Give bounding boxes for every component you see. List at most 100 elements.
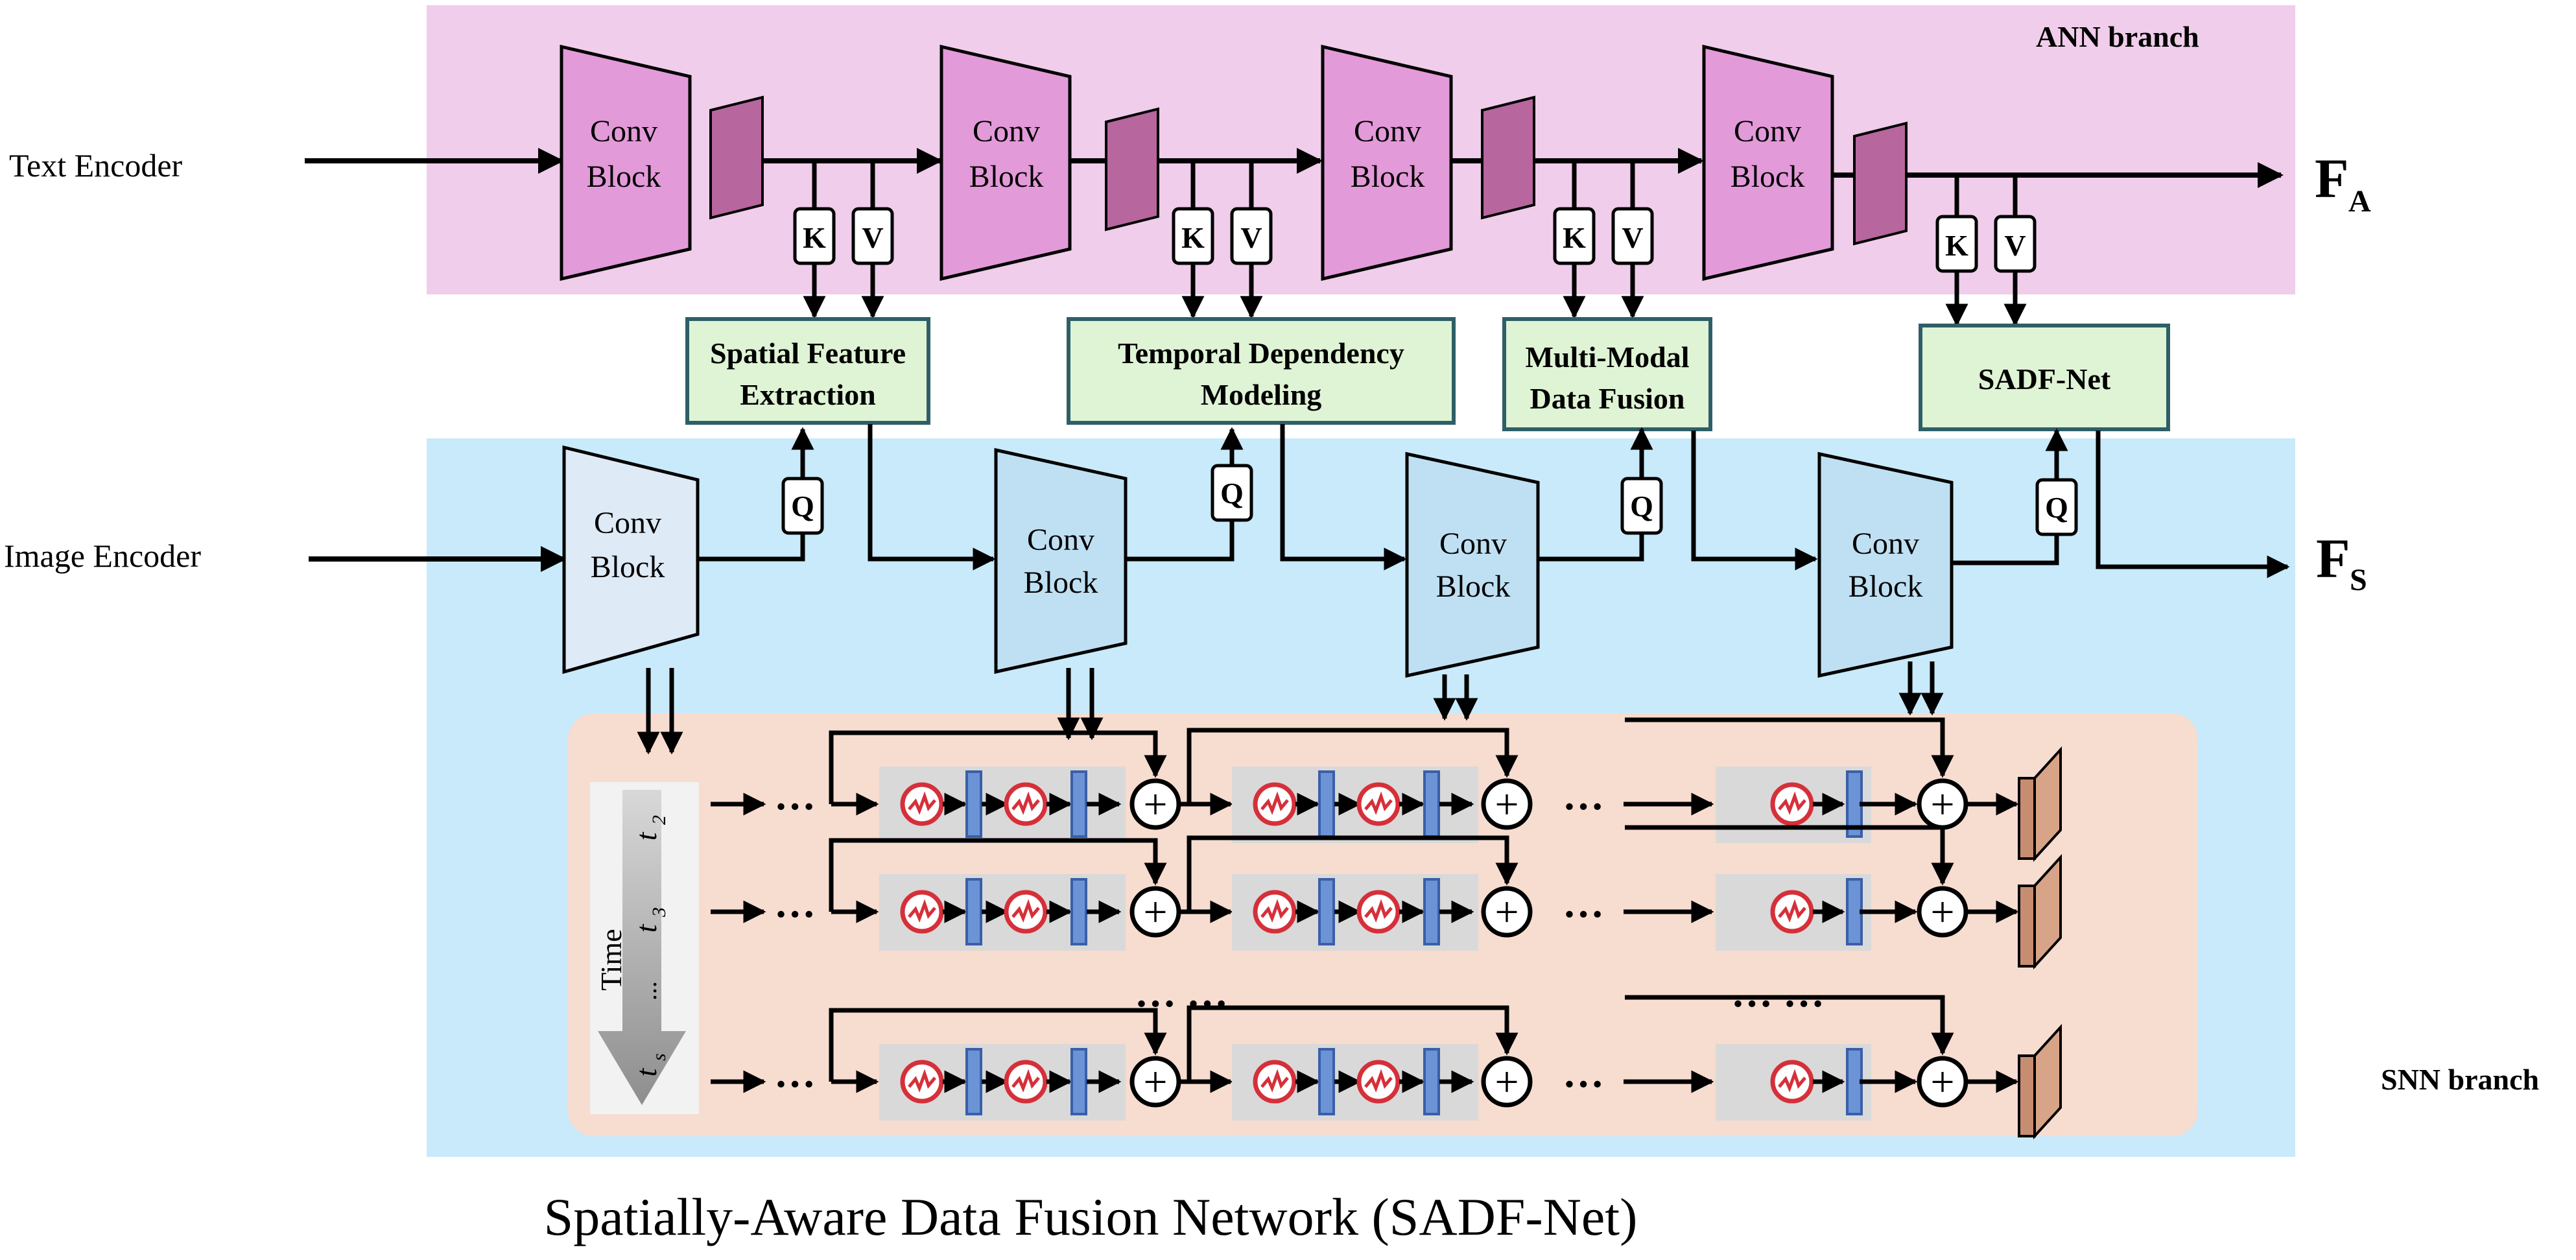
residual-add-node: +	[1917, 778, 1968, 830]
svg-text:t: t	[630, 923, 663, 933]
spiking-neuron-icon	[900, 782, 944, 826]
snn-row-2: …++…+	[711, 825, 2062, 970]
module-multi-modal-data-fusion: Multi-Modal Data Fusion	[1502, 317, 1712, 431]
kv-tap-4: K V	[1935, 175, 2037, 327]
svg-text:K: K	[803, 221, 826, 254]
linear-layer-bar	[965, 770, 982, 838]
ellipsis-dots: …	[774, 1050, 816, 1096]
kv-tap-2: K V	[1172, 161, 1273, 319]
svg-text:Block: Block	[591, 550, 665, 584]
linear-layer-bar	[1846, 1048, 1863, 1115]
svg-text:V: V	[2004, 229, 2026, 262]
svg-text:K: K	[1181, 221, 1205, 254]
svg-text:+: +	[1143, 888, 1167, 936]
ellipsis-dots: …	[1563, 772, 1604, 818]
snn-conv-block-3: Conv Block	[1405, 451, 1540, 678]
ellipsis-dots: …	[774, 772, 816, 818]
linear-layer-bar	[965, 1048, 982, 1115]
linear-layer-bar	[1846, 878, 1863, 945]
ellipsis-dots: …	[1563, 1050, 1604, 1096]
svg-text:Conv: Conv	[1354, 114, 1421, 149]
snn-row-1: … + + … +	[711, 717, 2062, 862]
svg-text:Data Fusion: Data Fusion	[1530, 382, 1685, 415]
spiking-neuron-icon	[1253, 890, 1297, 934]
spiking-neuron-icon	[1004, 782, 1048, 826]
linear-layer-bar	[1070, 1048, 1087, 1115]
svg-text:F: F	[2316, 527, 2350, 589]
residual-add-node: +	[1129, 1056, 1181, 1108]
svg-text:V: V	[1622, 221, 1643, 254]
linear-layer-bar	[1318, 1048, 1335, 1115]
svg-text:s: s	[648, 1053, 670, 1061]
svg-text:V: V	[1240, 221, 1262, 254]
svg-text:S: S	[2350, 563, 2367, 597]
svg-text:Conv: Conv	[1027, 523, 1094, 557]
spiking-neuron-icon	[1004, 890, 1048, 934]
time-axis: Time t 2 t 3 ... t s	[590, 782, 699, 1114]
svg-text:+: +	[1930, 1058, 1954, 1106]
svg-text:+: +	[1495, 1058, 1518, 1106]
row-gap-dots-1: … …	[1135, 969, 1228, 1016]
svg-text:Block: Block	[1024, 565, 1098, 600]
svg-text:Conv: Conv	[590, 114, 657, 149]
svg-text:Q: Q	[2045, 491, 2068, 524]
svg-text:Block: Block	[587, 160, 661, 194]
linear-layer-bar	[1423, 1048, 1440, 1115]
svg-text:Extraction: Extraction	[740, 378, 876, 411]
snn-branch-label: SNN branch	[2381, 1063, 2539, 1096]
linear-layer-bar	[1318, 878, 1335, 945]
svg-text:Conv: Conv	[594, 506, 661, 540]
spiking-neuron-icon	[1356, 890, 1400, 934]
svg-text:Modeling: Modeling	[1201, 378, 1322, 411]
svg-text:+: +	[1930, 888, 1954, 936]
q-tap-4: Q	[1953, 428, 2290, 578]
svg-text:Q: Q	[1630, 490, 1653, 523]
row-gap-dots-2: … …	[1731, 969, 1825, 1016]
snn-row-3: … + + … +	[711, 995, 2062, 1140]
residual-add-node: +	[1129, 886, 1181, 938]
residual-add-node: +	[1481, 886, 1533, 938]
spiking-neuron-icon	[1253, 1060, 1297, 1104]
ann-feature-map-4	[1853, 121, 1908, 246]
svg-text:+: +	[1930, 781, 1954, 828]
svg-text:t: t	[630, 831, 663, 840]
residual-add-node: +	[1481, 1056, 1533, 1108]
spiking-neuron-icon	[900, 890, 944, 934]
svg-text:t: t	[630, 1067, 663, 1076]
svg-text:Spatial Feature: Spatial Feature	[710, 337, 906, 370]
spiking-neuron-icon	[900, 1060, 944, 1104]
kv-tap-1: K V	[793, 161, 894, 319]
linear-layer-bar	[1423, 878, 1440, 945]
residual-add-node: +	[1129, 778, 1181, 830]
fs-output-label: F S	[2316, 527, 2367, 597]
fs-output-arrow	[2096, 431, 2290, 578]
residual-add-node: +	[1481, 778, 1533, 830]
figure-caption: Spatially-Aware Data Fusion Network (SAD…	[544, 1187, 1638, 1246]
svg-text:+: +	[1495, 781, 1518, 828]
linear-layer-bar	[1423, 770, 1440, 838]
residual-add-node: +	[1917, 886, 1968, 938]
svg-text:3: 3	[648, 907, 670, 918]
linear-layer-bar	[1070, 770, 1087, 838]
svg-text:Block: Block	[1849, 569, 1923, 604]
snn-conv-block-4: Conv Block	[1817, 451, 1954, 678]
image-encoder-label: Image Encoder	[4, 538, 201, 574]
svg-text:Conv: Conv	[1734, 114, 1801, 149]
snn-spiking-rows: …++…+…++…+…++…+	[711, 717, 2062, 1140]
ann-feature-map-1	[709, 95, 764, 220]
ann-feature-map-3	[1481, 95, 1535, 220]
spiking-neuron-icon	[1004, 1060, 1048, 1104]
linear-layer-bar	[965, 878, 982, 945]
spiking-neuron-icon	[1253, 782, 1297, 826]
q-tap-1: Q	[698, 424, 996, 571]
svg-text:Temporal Dependency: Temporal Dependency	[1118, 337, 1404, 370]
svg-text:Time: Time	[595, 929, 628, 990]
svg-text:+: +	[1495, 888, 1518, 936]
svg-text:Multi-Modal: Multi-Modal	[1526, 340, 1690, 374]
snn-conv-block-2: Conv Block	[994, 447, 1128, 674]
svg-text:Conv: Conv	[1439, 527, 1507, 561]
svg-text:V: V	[862, 221, 883, 254]
svg-text:Block: Block	[1351, 160, 1425, 194]
residual-add-node: +	[1917, 1056, 1968, 1108]
